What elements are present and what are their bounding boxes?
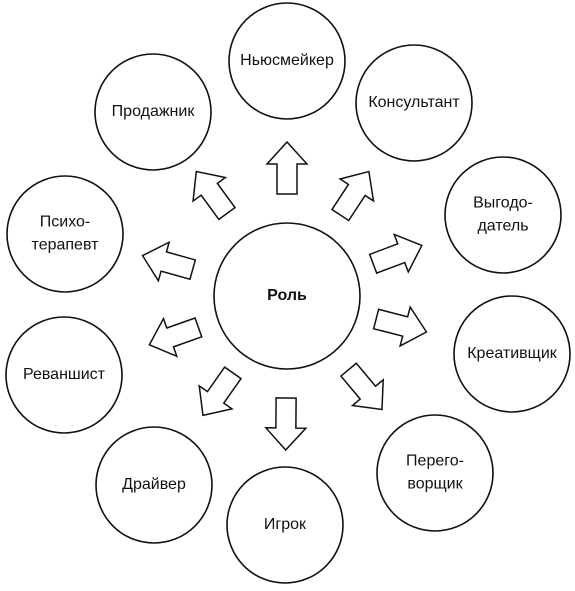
arrow-to-beneficiary (368, 233, 423, 275)
arrow-to-negotiator (339, 362, 385, 411)
role-node-negotiator: Перего-ворщик (376, 414, 494, 532)
role-node-beneficiary: Выгодо-датель (444, 156, 562, 274)
role-circle-salesman (94, 53, 212, 171)
nodes-group: Роль НьюсмейкерКонсультантВыгодо-дательКр… (5, 2, 571, 584)
role-circle-consultant (355, 44, 473, 162)
arrow-to-player (264, 397, 308, 452)
role-label-beneficiary-line-2: датель (477, 218, 528, 235)
arrow-to-consultant (330, 170, 375, 222)
role-node-driver: Драйвер (95, 426, 213, 544)
role-node-newsmaker: Ньюсмейкер (228, 2, 346, 120)
role-node-consultant: Консультант (355, 44, 473, 162)
arrow-to-driver (198, 366, 243, 417)
role-node-creative: Креативщик (453, 295, 571, 413)
role-label-psychotherapist-line-1: Психо- (40, 214, 90, 231)
center-label: Роль (267, 287, 307, 304)
role-label-creative-line-1: Креативщик (467, 345, 558, 362)
arrow-to-salesman (192, 170, 237, 221)
arrow-to-newsmaker (265, 140, 309, 195)
arrow-to-psychotherapist (141, 240, 197, 283)
role-label-psychotherapist-line-2: терапевт (32, 237, 100, 254)
arrow-to-revanchist (148, 316, 203, 358)
role-label-player-line-1: Игрок (264, 516, 307, 533)
role-circle-player (226, 466, 344, 584)
role-label-negotiator-line-2: ворщик (407, 476, 463, 493)
role-circle-negotiator (376, 414, 494, 532)
role-node-revanchist: Реваншист (5, 316, 123, 434)
role-label-newsmaker-line-1: Ньюсмейкер (240, 52, 334, 69)
role-label-negotiator-line-1: Перего- (406, 453, 464, 470)
role-circle-newsmaker (228, 2, 346, 120)
role-circle-driver (95, 426, 213, 544)
center-circle (213, 222, 361, 370)
role-node-player: Игрок (226, 466, 344, 584)
role-circle-beneficiary (444, 156, 562, 274)
role-circle-psychotherapist (6, 175, 124, 293)
role-node-salesman: Продажник (94, 53, 212, 171)
arrows-group (141, 140, 428, 452)
role-label-consultant-line-1: Консультант (368, 94, 460, 111)
role-label-revanchist-line-1: Реваншист (23, 366, 106, 383)
role-label-beneficiary-line-1: Выгодо- (473, 195, 533, 212)
role-label-driver-line-1: Драйвер (122, 476, 186, 493)
role-circle-creative (453, 295, 571, 413)
role-node-psychotherapist: Психо-терапевт (6, 175, 124, 293)
role-circle-revanchist (5, 316, 123, 434)
role-label-salesman-line-1: Продажник (112, 103, 196, 120)
arrow-to-creative (372, 305, 428, 348)
